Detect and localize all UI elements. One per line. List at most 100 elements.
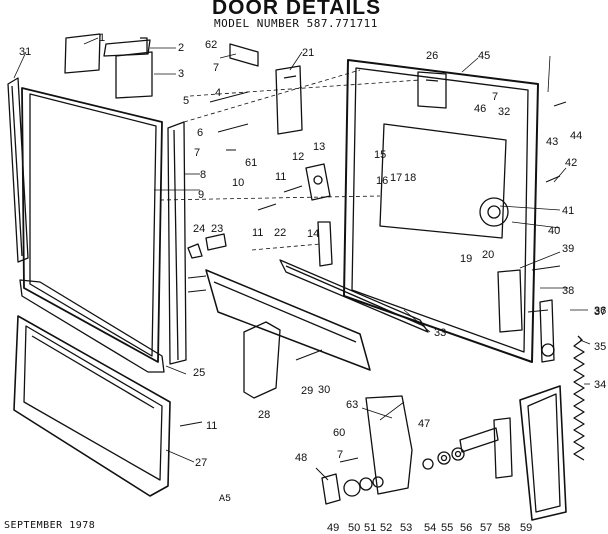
- part-27-kick-panel: [13, 315, 171, 497]
- callout-28: 28: [258, 409, 270, 421]
- part-8-side-trim: [167, 121, 187, 365]
- part-9-door-panel: [21, 87, 163, 363]
- callout-26: 26: [426, 50, 438, 62]
- callout-60: 60: [333, 427, 345, 439]
- callout-39: 39: [562, 243, 574, 255]
- part-28-handle-block: [243, 321, 281, 399]
- callout-20: 20: [482, 249, 494, 261]
- callout-35: 35: [594, 341, 606, 353]
- callout-61: 61: [245, 157, 257, 169]
- callout-23: 23: [211, 223, 223, 235]
- model-number: MODEL NUMBER 587.771711: [214, 17, 378, 30]
- page-title: DOOR DETAILS: [212, 0, 382, 19]
- callout-30: 30: [318, 384, 330, 396]
- page-code: A5: [219, 494, 232, 505]
- callout-58: 58: [498, 522, 510, 534]
- callout-37: 37: [594, 306, 606, 318]
- part-2-insert-panel: [103, 37, 151, 57]
- callout-56: 56: [460, 522, 472, 534]
- callout-15: 15: [374, 149, 386, 161]
- part-40-actuator: [479, 197, 509, 227]
- part-3-insert-panel: [115, 51, 153, 99]
- lower-channel-panel: [205, 269, 371, 371]
- callout-16: 16: [376, 175, 388, 187]
- callout-50: 50: [348, 522, 360, 534]
- callout-44: 44: [570, 130, 582, 142]
- callout-47: 47: [418, 418, 430, 430]
- callout-24: 24: [193, 223, 205, 235]
- part-1-insert-panel: [64, 33, 101, 74]
- callout-13: 13: [313, 141, 325, 153]
- callout-21: 21: [302, 47, 314, 59]
- callout-18: 18: [404, 172, 416, 184]
- callout-25: 25: [193, 367, 205, 379]
- callout-45: 45: [478, 50, 490, 62]
- callout-57: 57: [480, 522, 492, 534]
- callout-7d: 7: [337, 449, 343, 461]
- callout-54: 54: [424, 522, 436, 534]
- part-50-roller: [343, 479, 361, 497]
- part-38-hinge-arm: [497, 269, 523, 333]
- callout-10: 10: [232, 177, 244, 189]
- callout-6: 6: [197, 127, 203, 139]
- callout-5: 5: [183, 95, 189, 107]
- callout-11b: 11: [252, 227, 263, 239]
- part-47-bracket: [365, 395, 413, 495]
- part-56-washer: [451, 447, 465, 461]
- part-24-bracket: [187, 243, 203, 259]
- part-52-washer: [372, 476, 384, 488]
- callout-11a: 11: [275, 171, 286, 183]
- part-51-roller: [359, 477, 373, 491]
- part-23-bracket: [205, 233, 227, 251]
- callout-7b: 7: [194, 147, 200, 159]
- callout-41: 41: [562, 205, 574, 217]
- callout-7a: 7: [213, 62, 219, 74]
- callout-2: 2: [178, 42, 184, 54]
- callout-32: 32: [498, 106, 510, 118]
- callout-51: 51: [364, 522, 376, 534]
- callout-46: 46: [474, 103, 486, 115]
- callout-3: 3: [178, 68, 184, 80]
- callout-19: 19: [460, 253, 472, 265]
- part-31-side-trim: [7, 77, 29, 263]
- callout-40: 40: [548, 225, 560, 237]
- callout-7c: 7: [492, 91, 498, 103]
- callout-11c: 11: [206, 420, 217, 432]
- callout-31: 31: [19, 46, 31, 58]
- screws: [179, 91, 567, 481]
- part-59-hinge-bracket: [519, 385, 567, 521]
- callout-38: 38: [562, 285, 574, 297]
- part-13-latch: [305, 163, 331, 201]
- part-45-inner-door: [343, 59, 539, 363]
- part-14-catch: [317, 221, 333, 267]
- callout-4: 4: [215, 87, 221, 99]
- callout-33: 33: [434, 327, 446, 339]
- part-54-washer: [422, 458, 434, 470]
- part-55-washer: [437, 451, 451, 465]
- part-25-bottom-trim: [19, 279, 165, 373]
- part-33-trim-strip: [279, 259, 429, 333]
- part-21-hinge: [275, 65, 303, 135]
- callout-53: 53: [400, 522, 412, 534]
- callout-8: 8: [200, 169, 206, 181]
- callout-49: 49: [327, 522, 339, 534]
- part-26-latch-bracket: [417, 71, 447, 109]
- callout-59: 59: [520, 522, 532, 534]
- callout-62: 62: [205, 39, 217, 51]
- part-58-bearing: [493, 417, 513, 479]
- callout-9: 9: [198, 189, 204, 201]
- callout-12: 12: [292, 151, 304, 163]
- callout-55: 55: [441, 522, 453, 534]
- part-35-hinge: [539, 299, 555, 363]
- footer-date: SEPTEMBER 1978: [4, 520, 96, 531]
- part-49-bracket: [321, 473, 341, 505]
- callout-34: 34: [594, 379, 606, 391]
- part-57-shaft: [459, 427, 499, 453]
- callout-36: 36: [594, 305, 606, 317]
- callout-48: 48: [295, 452, 307, 464]
- callout-27: 27: [195, 457, 207, 469]
- callout-43: 43: [546, 136, 558, 148]
